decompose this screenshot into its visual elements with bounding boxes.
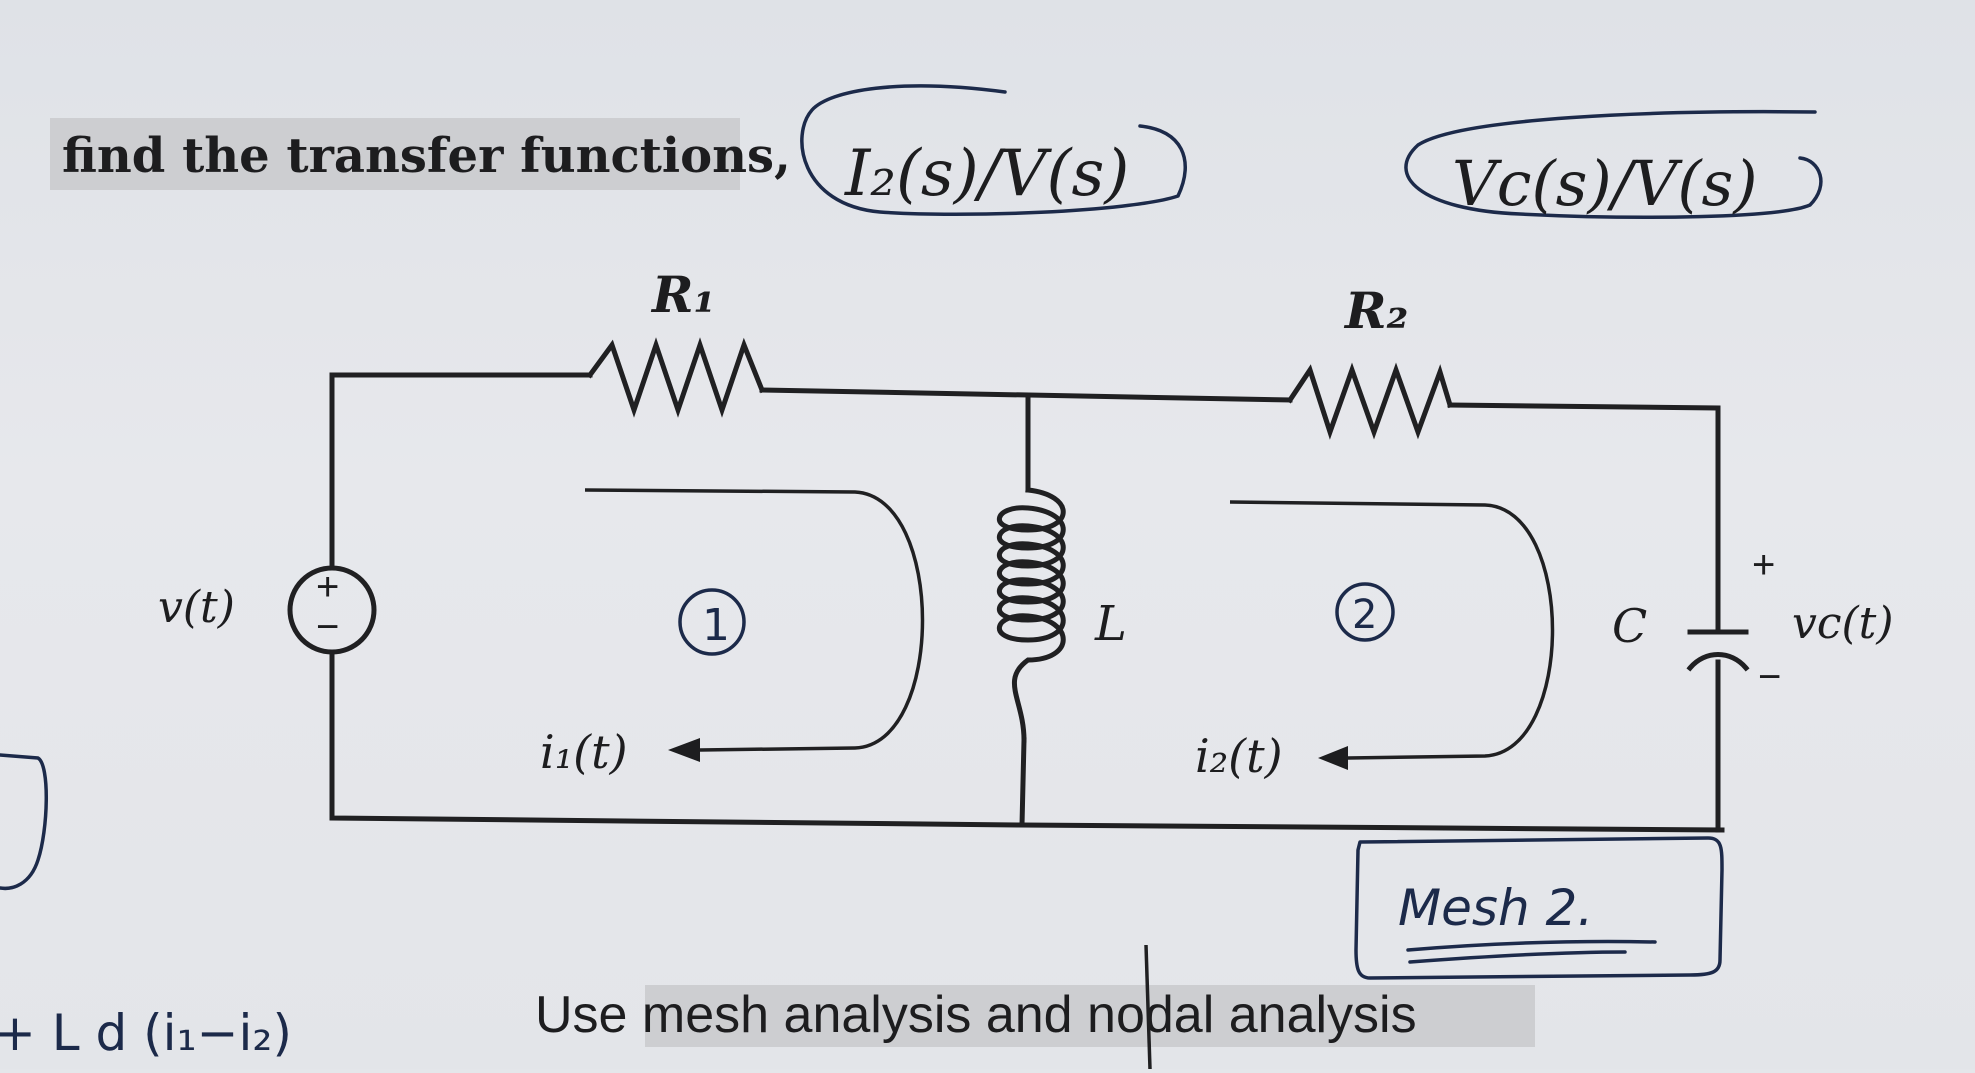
mesh1-arrowhead <box>668 738 700 762</box>
mesh2-marker-circle <box>1335 582 1395 642</box>
bottom-instruction: Use mesh analysis and nodal analysis <box>535 986 1417 1044</box>
mesh2-current-label: i₂(t) <box>1195 729 1283 783</box>
r1-label: R₁ <box>650 265 715 324</box>
tf2-label: Vc(s)/V(s) <box>1452 147 1758 220</box>
mesh2-marker: 2 <box>1352 592 1377 638</box>
mesh-note-box <box>1354 836 1724 980</box>
source-plus: + <box>316 565 339 609</box>
source-minus: − <box>316 605 339 649</box>
capacitor <box>1686 629 1750 672</box>
r1-resistor <box>586 337 766 418</box>
margin-bracket-ink <box>0 753 48 891</box>
r2-label: R₂ <box>1343 281 1408 340</box>
cap-plus: + <box>1752 543 1775 587</box>
r2-resistor <box>1286 362 1454 440</box>
mesh-note-underline-1 <box>1406 939 1657 952</box>
capacitor-label: C <box>1612 599 1647 653</box>
voltage-source <box>287 565 377 655</box>
tf1-circle-ink <box>800 84 1187 217</box>
wire-bottom-left <box>329 649 1025 828</box>
instruction-highlight <box>50 118 740 190</box>
inductor-label: L <box>1094 596 1127 652</box>
tf2-circle-ink <box>1404 109 1823 219</box>
wire-right-upper <box>1447 402 1721 635</box>
source-label: v(t) <box>158 582 235 633</box>
wire-top-middle <box>759 387 1293 403</box>
inductor-coil <box>996 487 1066 743</box>
mesh1-loop-arrow <box>584 488 925 752</box>
mesh1-current-label: i₁(t) <box>540 725 628 779</box>
instruction-text: find the transfer functions, <box>62 128 791 184</box>
margin-scribble: + L d (i₁−i₂) <box>0 1004 292 1062</box>
pen-stroke-divider <box>1144 944 1152 1070</box>
bottom-highlight <box>645 985 1535 1047</box>
mesh1-marker-circle <box>678 588 746 656</box>
mesh2-arrowhead <box>1318 746 1348 770</box>
wire-bottom-right <box>1019 822 1725 833</box>
mesh2-loop-arrow <box>1229 500 1555 760</box>
mesh1-marker: 1 <box>702 600 730 651</box>
mesh-note-underline-2 <box>1408 950 1627 964</box>
wire-inductor-bottom <box>1019 737 1027 828</box>
cap-voltage-label: vc(t) <box>1792 598 1894 649</box>
cap-minus: − <box>1758 655 1781 699</box>
tf1-label: I₂(s)/V(s) <box>844 137 1129 211</box>
mesh-note: Mesh 2. <box>1398 879 1593 937</box>
